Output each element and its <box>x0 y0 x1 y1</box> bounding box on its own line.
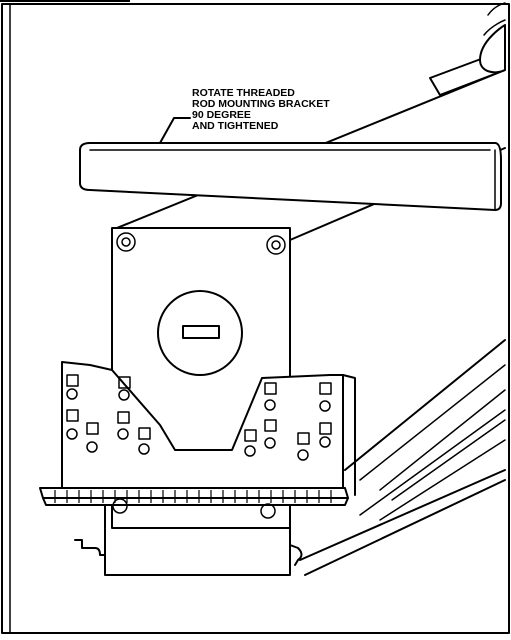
top-fitting-curve-2 <box>483 19 506 36</box>
housing-bottom-edge <box>344 339 506 471</box>
housing-groove-5 <box>379 439 506 521</box>
callout-line-2: ROD MOUNTING BRACKET <box>192 98 330 110</box>
top-fitting-body <box>479 24 506 74</box>
rail-front-face <box>104 504 291 576</box>
housing-groove-3 <box>391 419 506 501</box>
terminal-strip-bottom <box>42 497 349 506</box>
callout-leader <box>159 117 191 144</box>
housing-groove-1 <box>359 364 506 481</box>
mounting-bracket-bar <box>79 142 502 211</box>
lower-bracket <box>61 361 356 501</box>
terminal-strip-teeth <box>54 490 332 503</box>
callout-line-4: AND TIGHTENED <box>192 120 279 132</box>
lower-bracket-edge <box>342 374 356 496</box>
bracket-holes-right <box>244 382 332 461</box>
end-cap-screw-tr <box>266 235 286 255</box>
callout-note: ROTATE THREADED ROD MOUNTING BRACKET 90 … <box>192 87 330 132</box>
rail-bottom-edge <box>304 479 506 576</box>
left-inner-border <box>1 3 11 634</box>
housing-groove-2 <box>379 389 506 491</box>
housing-groove-4 <box>359 409 506 516</box>
rail-top-edge <box>299 469 506 561</box>
terminal-strip-top <box>39 487 349 499</box>
end-cap-screw-tl <box>116 232 136 252</box>
end-cap-knob <box>157 290 243 376</box>
rail-screw-left <box>112 498 128 514</box>
drawing-border <box>1 3 510 634</box>
terminal-rail <box>39 487 349 576</box>
bracket-bar-body <box>79 142 502 211</box>
top-fitting <box>429 2 506 96</box>
callout-line-1: ROTATE THREADED <box>192 87 295 99</box>
callout-line-3: 90 DEGREE <box>192 109 251 121</box>
rail-clip-left <box>74 539 106 556</box>
end-cap-knob-slot <box>182 325 220 339</box>
rail-screw-right <box>260 503 276 519</box>
top-fitting-curve <box>487 2 506 16</box>
bracket-holes-left <box>66 374 151 455</box>
rail-clip-right <box>289 544 303 566</box>
